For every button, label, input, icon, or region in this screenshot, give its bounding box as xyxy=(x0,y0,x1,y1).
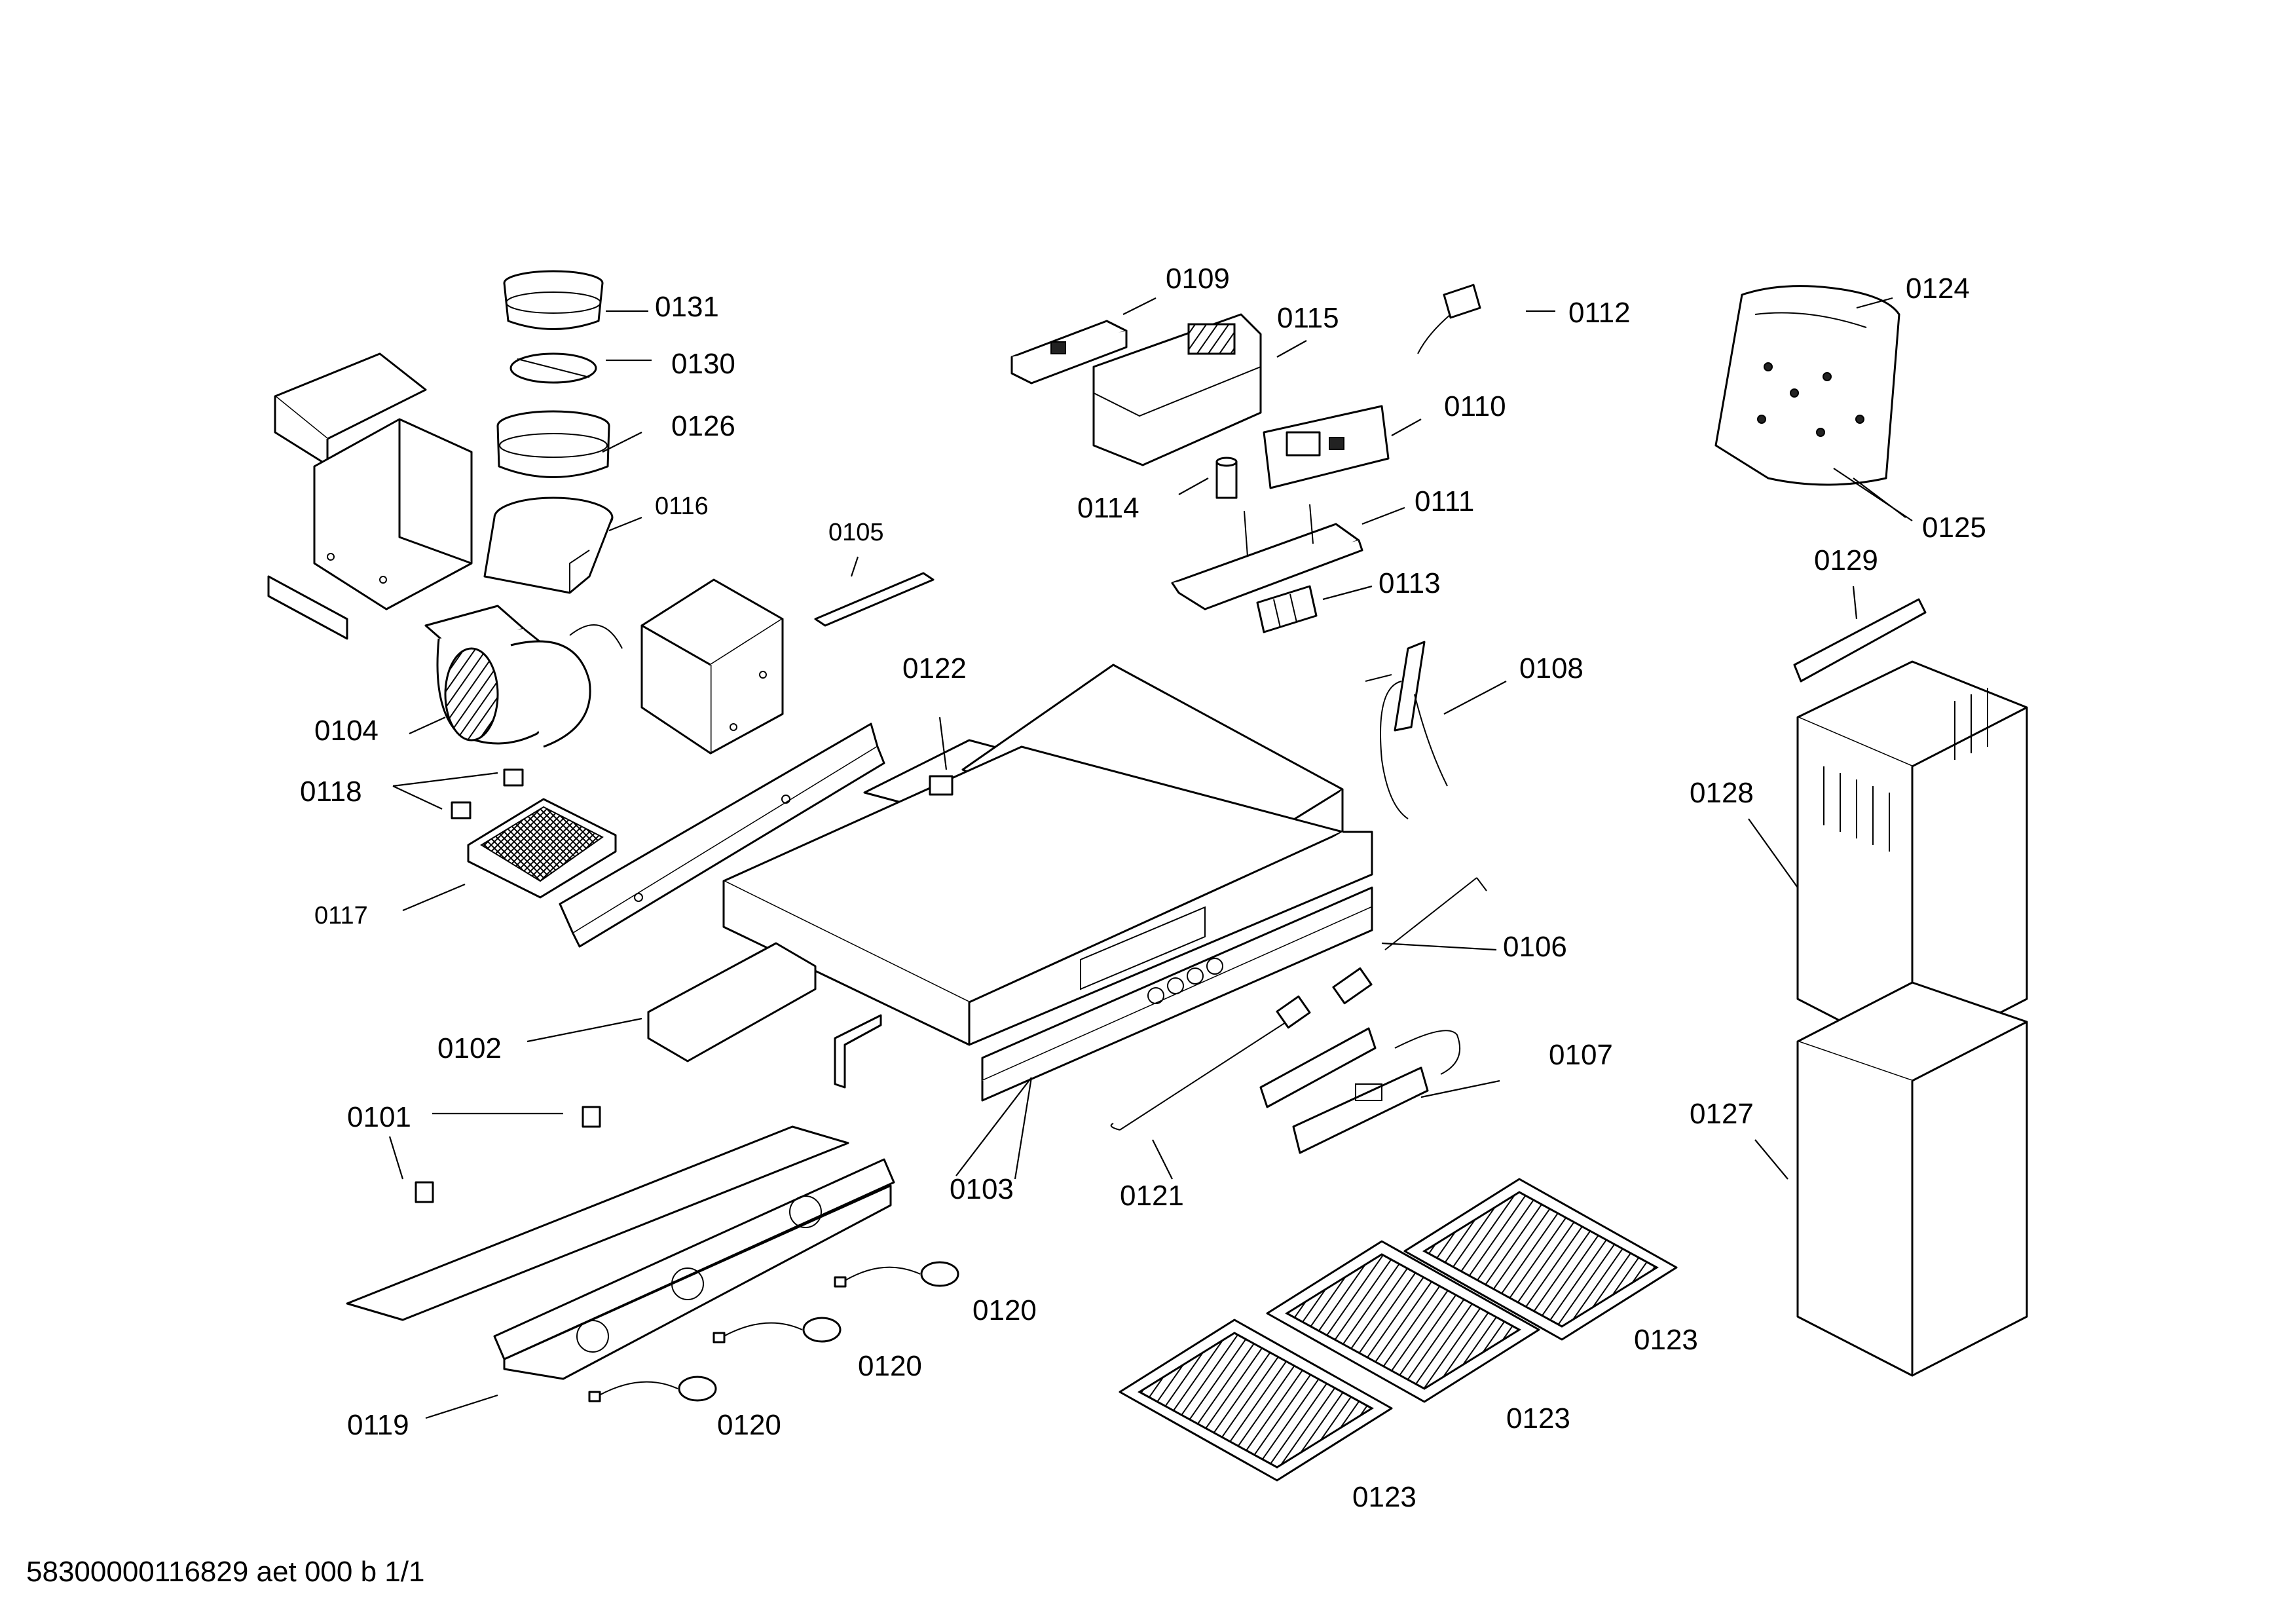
callout-0106: 0106 xyxy=(1503,931,1567,963)
capacitor-0114 xyxy=(1215,457,1238,499)
transformer-0109 xyxy=(1010,320,1128,385)
power-cord-0112 xyxy=(1417,284,1481,354)
wire-harness-0108 xyxy=(1365,641,1448,819)
callout-0117: 0117 xyxy=(314,902,368,929)
cable-0121 xyxy=(1110,995,1311,1131)
chimney-bracket-0129 xyxy=(1793,598,1927,683)
clip-0101a xyxy=(582,1106,601,1128)
callout-0115: 0115 xyxy=(1277,302,1339,334)
clip-0118b xyxy=(451,801,472,819)
control-box-0115 xyxy=(1092,313,1262,466)
mounting-rail xyxy=(559,723,885,948)
grease-deflector-0102 xyxy=(647,942,817,1062)
callout-0125: 0125 xyxy=(1922,512,1986,544)
callout-0101: 0101 xyxy=(347,1101,411,1133)
callout-labels: 0131 0130 0126 0116 0105 0109 0115 0112 … xyxy=(300,263,1986,1513)
callout-0130: 0130 xyxy=(671,348,735,380)
terminal-block-0113 xyxy=(1256,585,1318,633)
screw-bag-0124 xyxy=(1714,285,1900,486)
duct-collar-0126 xyxy=(496,410,610,478)
callout-0109: 0109 xyxy=(1166,263,1230,295)
duct-adapter-0116 xyxy=(483,497,614,594)
callout-0121: 0121 xyxy=(1120,1180,1184,1212)
callout-0120-a: 0120 xyxy=(972,1294,1037,1326)
upper-chimney-0128 xyxy=(1796,660,2028,1059)
fan-motor-0104 xyxy=(424,605,623,748)
carbon-filter-0117 xyxy=(467,798,617,899)
callout-0112: 0112 xyxy=(1568,297,1631,329)
control-panel-strip xyxy=(981,886,1373,1102)
callout-0129: 0129 xyxy=(1814,544,1878,576)
callout-0123-c: 0123 xyxy=(1352,1481,1416,1513)
callout-0108: 0108 xyxy=(1519,652,1583,685)
lower-chimney-0127 xyxy=(1796,981,2028,1377)
switch-module-0107 xyxy=(1259,1027,1460,1154)
relay-housing-0111 xyxy=(1171,504,1363,610)
grease-filter-0123b xyxy=(1266,1240,1540,1403)
callout-0120-b: 0120 xyxy=(858,1350,922,1382)
callout-0110: 0110 xyxy=(1444,390,1506,422)
callout-0113: 0113 xyxy=(1379,567,1441,599)
callout-0105: 0105 xyxy=(828,519,884,546)
callout-0126: 0126 xyxy=(671,410,735,442)
motor-mount-plate xyxy=(640,578,784,755)
clip-0122 xyxy=(929,775,954,796)
lamp-0120c xyxy=(588,1376,717,1402)
lamp-0120b xyxy=(713,1317,842,1343)
callout-0107: 0107 xyxy=(1549,1039,1613,1071)
grease-filter-0123a xyxy=(1403,1178,1678,1341)
callout-0124: 0124 xyxy=(1906,272,1970,305)
callout-0128: 0128 xyxy=(1690,777,1754,809)
callout-0123-b: 0123 xyxy=(1506,1402,1570,1435)
backdraft-flap-0130 xyxy=(509,352,597,384)
callout-0123-a: 0123 xyxy=(1634,1324,1698,1356)
lamp-0120a xyxy=(834,1261,959,1288)
callout-0127: 0127 xyxy=(1690,1098,1754,1130)
callout-0119: 0119 xyxy=(347,1409,409,1441)
grease-filter-0123c xyxy=(1119,1319,1393,1482)
callout-0118: 0118 xyxy=(300,776,362,808)
callout-0111: 0111 xyxy=(1415,485,1474,517)
gasket-strip-0105 xyxy=(814,572,935,627)
clip-0118a xyxy=(503,768,524,787)
fan-housing-bracket xyxy=(267,352,473,640)
leader-lines xyxy=(388,297,1913,1419)
bracket-0103 xyxy=(834,1014,882,1089)
filter-frame-0119 xyxy=(346,1125,895,1380)
document-code: 58300000116829 aet 000 b 1/1 xyxy=(26,1556,425,1588)
cable-0106 xyxy=(1332,877,1487,1005)
callout-0122: 0122 xyxy=(902,652,967,685)
callout-0102: 0102 xyxy=(437,1032,502,1064)
hood-main-body xyxy=(722,745,1373,1046)
callout-0114: 0114 xyxy=(1077,492,1139,524)
circuit-board-0110 xyxy=(1263,405,1390,489)
callout-0120-c: 0120 xyxy=(717,1409,781,1441)
callout-0131: 0131 xyxy=(655,291,719,323)
callout-0116: 0116 xyxy=(655,493,709,520)
clip-0101b xyxy=(415,1181,434,1203)
duct-collar-0131 xyxy=(503,270,604,330)
callout-0104: 0104 xyxy=(314,715,379,747)
callout-0103: 0103 xyxy=(950,1173,1014,1205)
